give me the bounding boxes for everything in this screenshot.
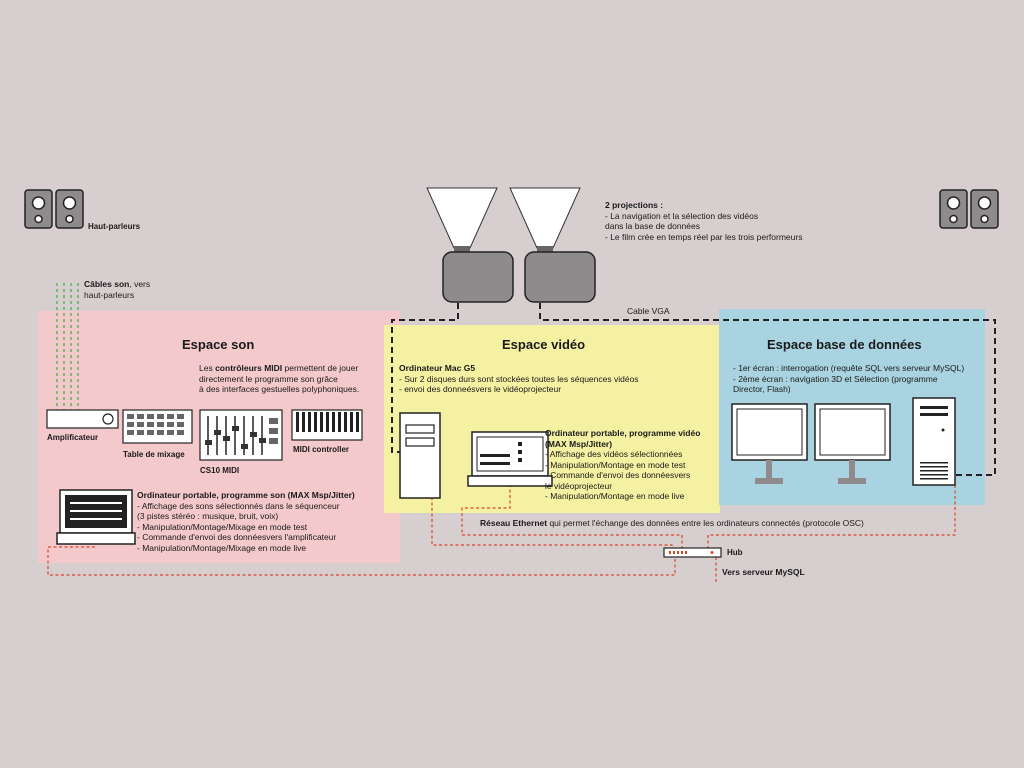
vga-cable [391,303,996,476]
speakers-right [939,189,999,229]
projections-text: 2 projections : - La navigation et la sé… [605,200,803,242]
mixing-table-label: Table de mixage [123,450,185,459]
midi-intro-text: Les contrôleurs MIDI permettent de jouer… [199,363,360,394]
projector-1 [426,187,514,303]
laptop-video [467,431,553,487]
cable-vga-label: Cable VGA [627,306,670,316]
hub-label: Hub [727,548,743,557]
mixing-table [122,409,193,444]
mac-g5-tower [399,412,441,499]
laptop-video-text: Ordinateur portable, programme vidéo (MA… [545,428,701,501]
cables-son-label: Câbles son, vers haut-parleurs [84,279,151,300]
mysql-label: Vers serveur MySQL [722,567,805,577]
projector-2 [509,187,596,303]
mac-g5-text: Ordinateur Mac G5 - Sur 2 disques durs s… [399,363,639,394]
zone-video-title: Espace vidéo [502,337,586,352]
cs10-midi [199,409,283,461]
laptop-sound [56,489,136,545]
speakers-label: Haut-parleurs [88,222,141,231]
audio-cables [56,283,79,410]
zone-son-title: Espace son [182,337,255,352]
hub-device [663,547,722,558]
midi-controller-label: MIDI controller [293,445,350,454]
laptop-sound-text: Ordinateur portable, programme son (MAX … [137,490,355,553]
bdd-text: - 1er écran : interrogation (requête SQL… [733,363,965,394]
amplifier [46,409,119,429]
bdd-tower [912,397,956,486]
midi-controller [291,409,363,441]
ethernet-network [47,484,956,583]
monitor-1 [731,403,808,484]
monitor-2 [814,403,891,484]
reseau-ethernet-text: Réseau Ethernet qui permet l'échange des… [480,518,864,528]
speakers-left [24,189,84,229]
zone-bdd-title: Espace base de données [767,337,922,352]
cs10-label: CS10 MIDI [200,466,240,475]
amplifier-label: Amplificateur [47,433,99,442]
